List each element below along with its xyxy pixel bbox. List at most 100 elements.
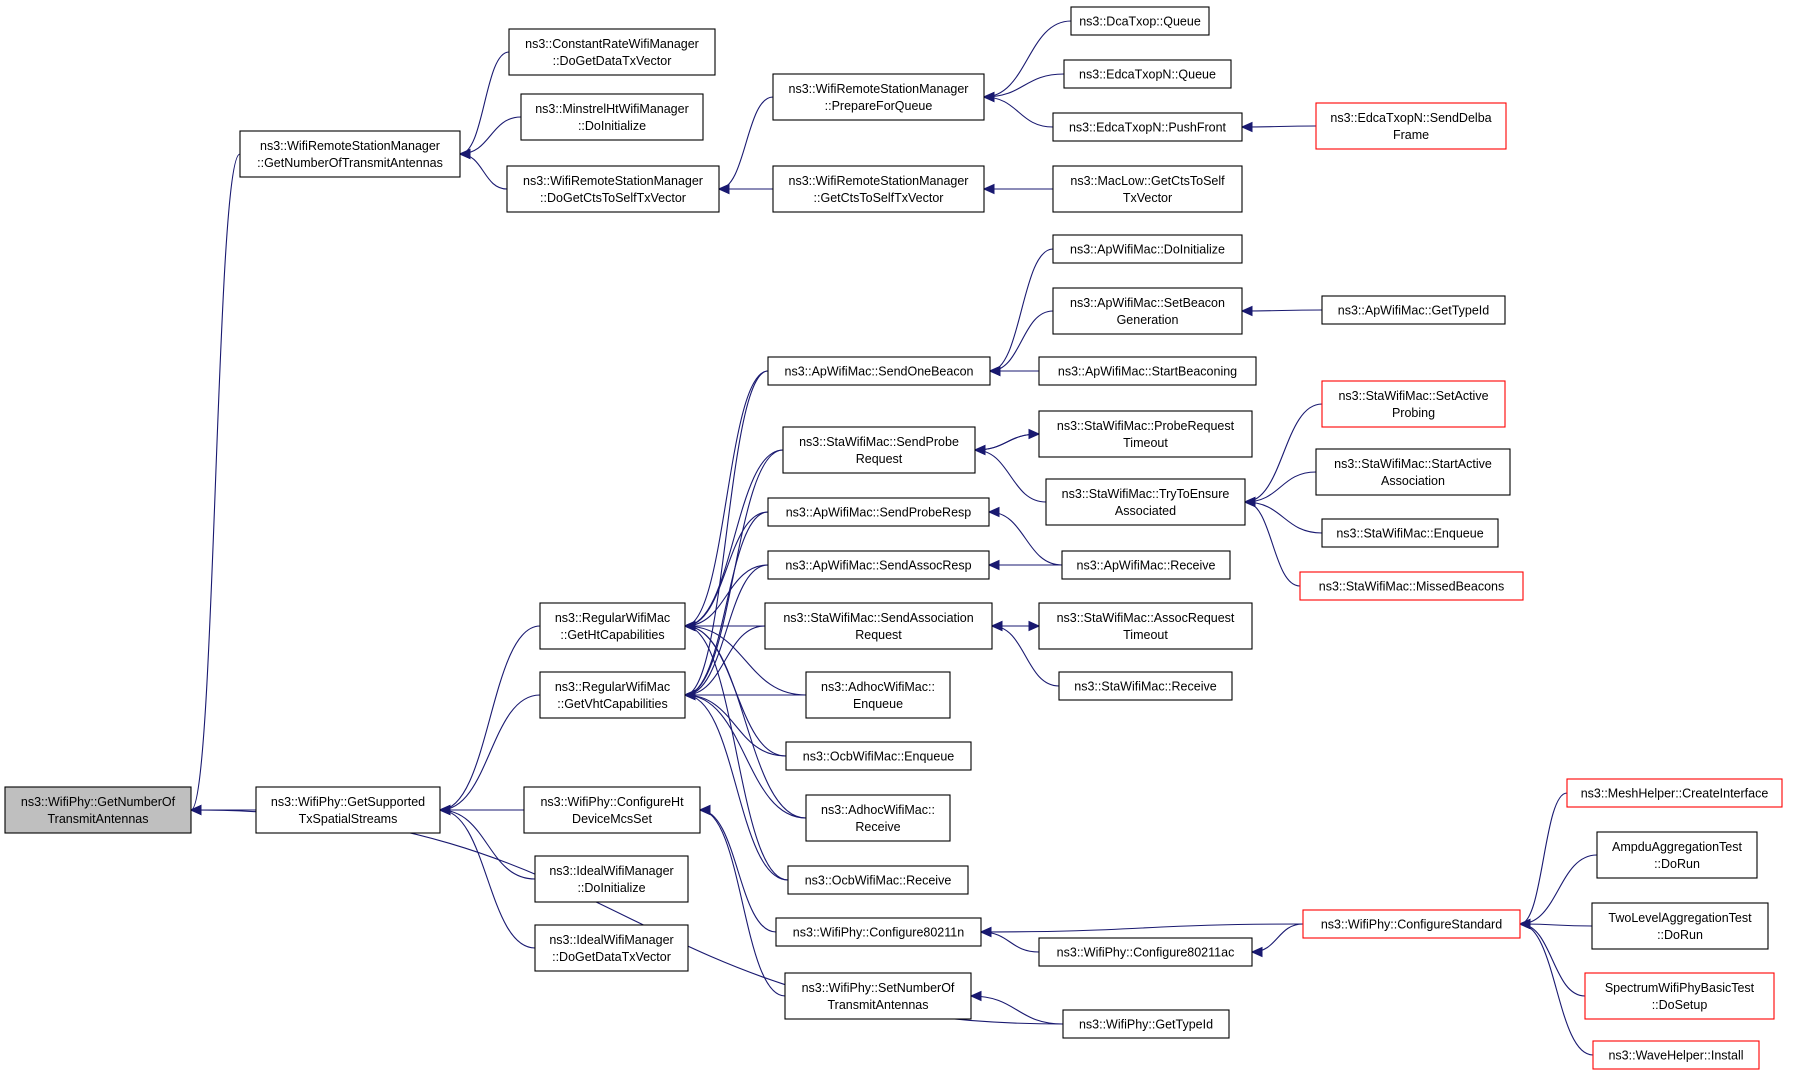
node-maclow[interactable]: ns3::MacLow::GetCtsToSelfTxVector xyxy=(1052,165,1243,213)
edge-rwm_ht-to-wp_gss xyxy=(438,625,541,816)
node-label: Request xyxy=(855,628,902,642)
node-ap_sendassocresp[interactable]: ns3::ApWifiMac::SendAssocResp xyxy=(767,550,990,580)
node-label: ::GetHtCapabilities xyxy=(560,628,664,642)
node-wrsm_dgcts[interactable]: ns3::WifiRemoteStationManager::DoGetCtsT… xyxy=(506,165,720,213)
node-label: ns3::WifiRemoteStationManager xyxy=(523,174,703,188)
edge-sta_missed-to-sta_tryensure xyxy=(1243,496,1301,587)
edge-ocb_recv-to-rwm_vht xyxy=(683,689,789,881)
edge-wrsm_gntx-to-root xyxy=(189,153,241,816)
node-label: ns3::RegularWifiMac xyxy=(555,680,670,694)
edge-sta_startassoc-to-sta_tryensure xyxy=(1243,471,1317,508)
edge-dca_q-to-wrsm_pfq xyxy=(982,20,1072,103)
node-adhoc_enq[interactable]: ns3::AdhocWifiMac::Enqueue xyxy=(805,671,951,719)
edge-wrsm_dgcts-to-wrsm_gntx xyxy=(458,148,508,190)
node-label: ns3::MacLow::GetCtsToSelf xyxy=(1070,174,1225,188)
node-rwm_ht[interactable]: ns3::RegularWifiMac::GetHtCapabilities xyxy=(539,602,686,650)
node-twolevel[interactable]: TwoLevelAggregationTest::DoRun xyxy=(1591,902,1769,950)
node-wave[interactable]: ns3::WaveHelper::Install xyxy=(1592,1040,1760,1070)
edge-ap_receive-to-ap_sendassocresp xyxy=(987,559,1063,571)
node-mesh_ci[interactable]: ns3::MeshHelper::CreateInterface xyxy=(1566,778,1783,808)
node-wp_80211n[interactable]: ns3::WifiPhy::Configure80211n xyxy=(775,917,982,947)
node-label: Timeout xyxy=(1123,628,1168,642)
node-label: SpectrumWifiPhyBasicTest xyxy=(1605,981,1755,995)
node-ap_sendbeacon[interactable]: ns3::ApWifiMac::SendOneBeacon xyxy=(767,356,991,386)
edge-ap_sendbeacon-to-rwm_vht xyxy=(683,370,769,701)
node-dca_q[interactable]: ns3::DcaTxop::Queue xyxy=(1070,6,1210,36)
node-mhwm[interactable]: ns3::MinstrelHtWifiManager::DoInitialize xyxy=(520,93,704,141)
edge-ap_receive-to-ap_sendproberesp xyxy=(987,506,1063,566)
node-root[interactable]: ns3::WifiPhy::GetNumberOfTransmitAntenna… xyxy=(4,786,192,834)
node-adhoc_recv[interactable]: ns3::AdhocWifiMac::Receive xyxy=(805,794,951,842)
node-ap_sendproberesp[interactable]: ns3::ApWifiMac::SendProbeResp xyxy=(767,497,990,527)
node-ampdu[interactable]: AmpduAggregationTest::DoRun xyxy=(1596,831,1758,879)
node-edca_q[interactable]: ns3::EdcaTxopN::Queue xyxy=(1063,59,1232,89)
node-spectrum[interactable]: SpectrumWifiPhyBasicTest::DoSetup xyxy=(1584,972,1775,1020)
node-edca_pf[interactable]: ns3::EdcaTxopN::PushFront xyxy=(1052,112,1243,142)
node-crwm[interactable]: ns3::ConstantRateWifiManager::DoGetDataT… xyxy=(508,28,716,76)
node-label: ns3::DcaTxop::Queue xyxy=(1079,15,1201,29)
node-iwm_init[interactable]: ns3::IdealWifiManager::DoInitialize xyxy=(534,855,689,903)
node-sta_missed[interactable]: ns3::StaWifiMac::MissedBeacons xyxy=(1299,571,1524,601)
node-wrsm_gntx[interactable]: ns3::WifiRemoteStationManager::GetNumber… xyxy=(239,130,461,178)
edges-layer xyxy=(189,20,1598,1056)
node-label: ns3::ApWifiMac::SendProbeResp xyxy=(786,506,972,520)
node-wrsm_pfq[interactable]: ns3::WifiRemoteStationManager::PrepareFo… xyxy=(772,73,985,121)
node-label: Receive xyxy=(855,820,900,834)
node-ap_receive[interactable]: ns3::ApWifiMac::Receive xyxy=(1061,550,1231,580)
node-label: TwoLevelAggregationTest xyxy=(1608,911,1752,925)
node-label: ::DoSetup xyxy=(1652,998,1708,1012)
node-wp_80211ac[interactable]: ns3::WifiPhy::Configure80211ac xyxy=(1038,937,1253,967)
node-ocb_recv[interactable]: ns3::OcbWifiMac::Receive xyxy=(787,865,969,895)
node-label: Enqueue xyxy=(853,697,903,711)
node-label: ::GetVhtCapabilities xyxy=(557,697,667,711)
node-sta_receive[interactable]: ns3::StaWifiMac::Receive xyxy=(1058,671,1233,701)
node-label: Associated xyxy=(1115,504,1176,518)
edge-ampdu-to-wp_cfgstd xyxy=(1518,854,1598,930)
node-label: ns3::StaWifiMac::SendProbe xyxy=(799,435,959,449)
node-label: ns3::AdhocWifiMac:: xyxy=(821,803,935,817)
edge-wp_80211ac-to-wp_80211n xyxy=(979,926,1040,953)
node-label: ::DoInitialize xyxy=(577,881,645,895)
node-label: DeviceMcsSet xyxy=(572,812,652,826)
node-label: ns3::StaWifiMac::TryToEnsure xyxy=(1062,487,1230,501)
node-label: ns3::WifiPhy::ConfigureHt xyxy=(540,795,684,809)
edge-sta_sendprobe-to-sta_probetimeout xyxy=(974,428,1041,451)
node-wp_gss[interactable]: ns3::WifiPhy::GetSupportedTxSpatialStrea… xyxy=(255,786,441,834)
node-label: ns3::StaWifiMac::StartActive xyxy=(1334,457,1492,471)
node-iwm_dgdtx[interactable]: ns3::IdealWifiManager::DoGetDataTxVector xyxy=(534,924,689,972)
edge-wp_cfgstd-to-wp_80211ac xyxy=(1250,923,1304,958)
node-label: ns3::EdcaTxopN::SendDelba xyxy=(1330,111,1491,125)
node-label: ns3::ApWifiMac::SetBeacon xyxy=(1070,296,1225,310)
nodes-layer: ns3::WifiPhy::GetNumberOfTransmitAntenna… xyxy=(4,6,1783,1070)
node-sta_enqueue[interactable]: ns3::StaWifiMac::Enqueue xyxy=(1321,518,1499,548)
edge-sta_setactive-to-sta_tryensure xyxy=(1243,403,1323,508)
node-label: ns3::WifiRemoteStationManager xyxy=(260,139,440,153)
node-ocb_enq[interactable]: ns3::OcbWifiMac::Enqueue xyxy=(785,741,972,771)
node-label: ::GetNumberOfTransmitAntennas xyxy=(257,156,443,170)
node-label: ns3::EdcaTxopN::Queue xyxy=(1079,68,1216,82)
node-wp_gettypeid[interactable]: ns3::WifiPhy::GetTypeId xyxy=(1062,1009,1230,1039)
node-ap_gettypeid[interactable]: ns3::ApWifiMac::GetTypeId xyxy=(1321,295,1506,325)
node-label: ns3::StaWifiMac::SendAssociation xyxy=(783,611,973,625)
node-ap_doinit[interactable]: ns3::ApWifiMac::DoInitialize xyxy=(1052,234,1243,264)
node-rwm_vht[interactable]: ns3::RegularWifiMac::GetVhtCapabilities xyxy=(539,671,686,719)
node-label: ns3::IdealWifiManager xyxy=(549,864,673,878)
node-wp_snta[interactable]: ns3::WifiPhy::SetNumberOfTransmitAntenna… xyxy=(784,972,972,1020)
node-wp_cfgstd[interactable]: ns3::WifiPhy::ConfigureStandard xyxy=(1302,909,1521,939)
node-label: ns3::WifiPhy::GetSupported xyxy=(271,795,425,809)
node-ap_startbeacon[interactable]: ns3::ApWifiMac::StartBeaconing xyxy=(1038,356,1257,386)
node-label: ns3::ApWifiMac::Receive xyxy=(1077,559,1216,573)
node-label: ::GetCtsToSelfTxVector xyxy=(814,191,944,205)
node-wrsm_gcts[interactable]: ns3::WifiRemoteStationManager::GetCtsToS… xyxy=(772,165,985,213)
node-label: Timeout xyxy=(1123,436,1168,450)
